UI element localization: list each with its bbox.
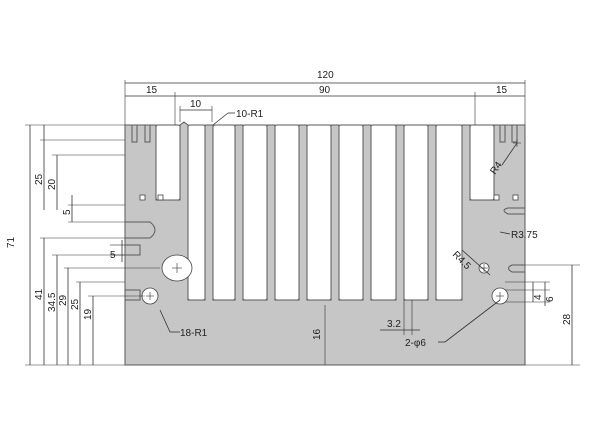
base-dimensions: 16 3.2 18-R1 2-φ6	[159, 299, 501, 349]
dim-left-flange: 15	[146, 85, 158, 96]
dim-right-6: 6	[545, 296, 556, 302]
dim-holes: 2-φ6	[405, 338, 426, 349]
dim-fin-thickness-3-2: 3.2	[387, 319, 401, 330]
dim-fin-radius: 10-R1	[236, 109, 264, 120]
dim-left-41: 41	[34, 288, 45, 300]
dim-fin-pitch: 10	[190, 99, 202, 110]
top-dimensions: 120 15 90 15 10 10-R1	[124, 70, 526, 126]
dim-left-19: 19	[83, 308, 94, 320]
dim-left-25b: 25	[70, 298, 81, 310]
dim-right-r3-75: R3.75	[511, 230, 538, 241]
dim-overall-height: 71	[6, 236, 17, 248]
dim-left-20: 20	[47, 178, 58, 190]
fin-gaps	[155, 124, 495, 301]
dim-bottom-radius: 18-R1	[180, 328, 208, 339]
dim-base-thickness-16: 16	[312, 328, 323, 340]
dim-left-25: 25	[34, 173, 45, 185]
dim-left-34-5: 34.5	[47, 292, 58, 312]
dim-base-height-28: 28	[562, 313, 573, 325]
dim-left-29: 29	[58, 294, 69, 306]
dim-right-flange: 15	[496, 85, 508, 96]
dim-left-slot-5: 5	[110, 250, 116, 261]
dim-left-5: 5	[62, 209, 73, 215]
dim-fin-region: 90	[319, 85, 331, 96]
dim-overall-width: 120	[317, 70, 334, 81]
dim-right-4: 4	[533, 294, 544, 300]
mounting-holes	[139, 139, 521, 305]
left-dimensions: 71 25 20 5 5 41 34.5 29 25 19	[6, 124, 160, 366]
